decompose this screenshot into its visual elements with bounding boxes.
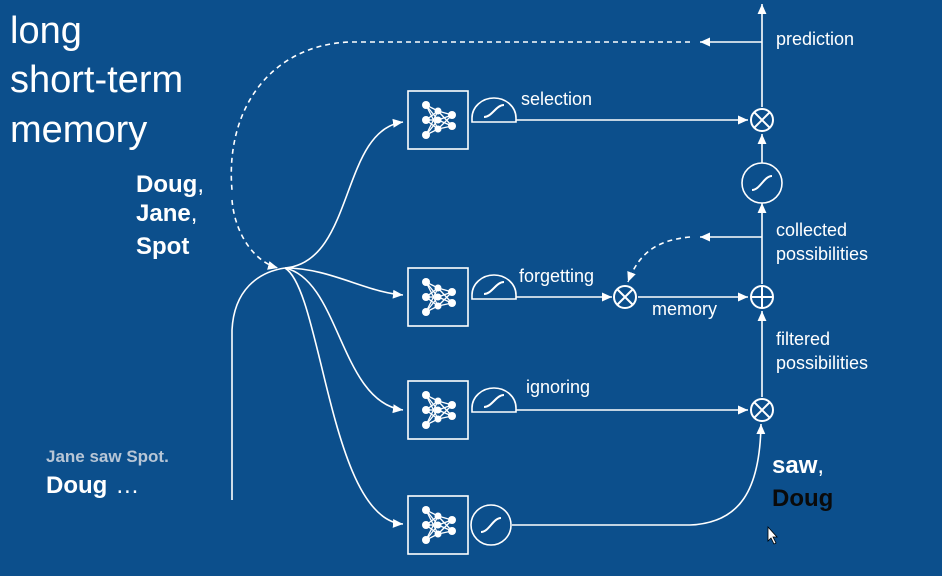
- mouse-cursor-icon: [767, 525, 778, 545]
- input-sentence-current: Doug…: [46, 472, 139, 499]
- collected-possibilities-label-line-1: collected: [776, 220, 847, 240]
- prediction-label: prediction: [776, 29, 854, 49]
- forgetting-multiply-icon: [613, 285, 637, 309]
- forgetting-label: forgetting: [519, 266, 594, 286]
- gate-input-lines: [231, 118, 404, 528]
- ignoring-multiply-icon: [750, 398, 774, 422]
- memory-word-doug: Doug,: [136, 171, 204, 198]
- title-line-3: memory: [10, 109, 147, 151]
- candidate-neural-net-icon: [407, 495, 469, 555]
- ignoring-neural-net-icon: [407, 380, 469, 440]
- title-line-1: long: [10, 10, 82, 52]
- memory-word-spot: Spot: [136, 233, 189, 260]
- candidate-squash-icon: [470, 504, 512, 546]
- forgetting-input-line: [284, 267, 404, 299]
- ignoring-label: ignoring: [526, 377, 590, 397]
- candidate-input-line: [284, 267, 404, 528]
- forgetting-squash-icon: [471, 274, 517, 300]
- output-squash-icon: [741, 162, 783, 204]
- selection-input-line: [284, 118, 404, 269]
- filtered-possibilities-label-line-1: filtered: [776, 329, 830, 349]
- output-word-saw: saw,: [772, 452, 824, 479]
- prediction-feedback-line: [230, 41, 690, 191]
- selection-multiply-icon: [750, 108, 774, 132]
- title-line-2: short-term: [10, 59, 183, 101]
- ignoring-input-line: [284, 267, 404, 414]
- dashed-connectors: [230, 41, 691, 283]
- memory-feedback-line: [627, 236, 691, 283]
- ignoring-squash-icon: [471, 387, 517, 413]
- selection-neural-net-icon: [407, 90, 469, 150]
- forgetting-neural-net-icon: [407, 267, 469, 327]
- add-icon: [750, 285, 774, 309]
- memory-label: memory: [652, 299, 717, 319]
- input-sentence-previous: Jane saw Spot.: [46, 447, 169, 466]
- input-line: [231, 267, 286, 500]
- selection-label: selection: [521, 89, 592, 109]
- gate-output-lines: [512, 4, 767, 526]
- prediction-input-line: [231, 199, 279, 270]
- memory-word-jane: Jane,: [136, 200, 197, 227]
- collected-possibilities-label-line-2: possibilities: [776, 244, 868, 264]
- filtered-possibilities-label-line-2: possibilities: [776, 353, 868, 373]
- output-word-doug: Doug: [772, 485, 833, 512]
- selection-squash-icon: [471, 97, 517, 123]
